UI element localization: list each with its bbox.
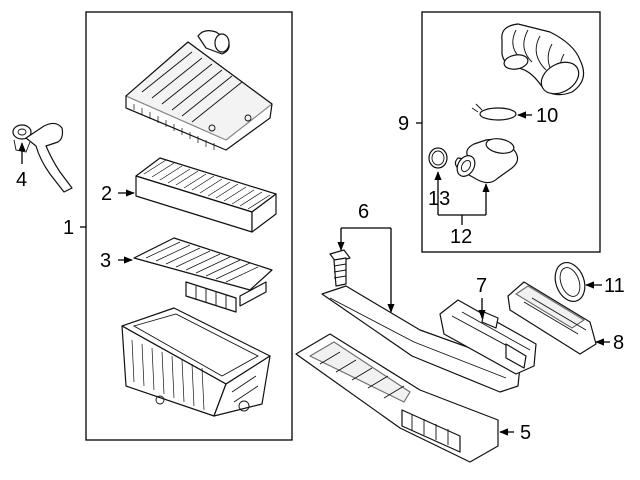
callout-numbers: 1 2 3 4 5 6 7 8 9 10 11 12 13: [16, 105, 625, 444]
inlet-duct: [507, 281, 597, 355]
callout-4: 4: [16, 169, 27, 191]
air-cleaner-housing: [121, 307, 271, 417]
air-duct-cover: [321, 285, 521, 393]
callout-8: 8: [613, 332, 624, 354]
assembly-frame-9: [421, 11, 601, 253]
outlet-hose: [501, 23, 585, 96]
hose-clamp: [471, 103, 517, 121]
filter-element: [135, 157, 277, 233]
callout-5: 5: [520, 422, 531, 444]
clamp-ring: [554, 262, 586, 302]
callout-2: 2: [101, 183, 112, 205]
leader-lines: [18, 111, 610, 436]
air-cleaner-cover: [125, 30, 273, 151]
callout-9: 9: [398, 113, 409, 135]
breather-hose: [12, 122, 73, 193]
air-duct-lower: [295, 333, 499, 463]
callout-12: 12: [450, 226, 472, 248]
callout-7: 7: [476, 275, 487, 297]
callout-11: 11: [604, 275, 625, 297]
callout-3: 3: [100, 250, 111, 272]
resonator: [439, 299, 537, 375]
assembly-frame-1: [85, 11, 293, 441]
o-ring: [428, 147, 448, 169]
filter-tray: [133, 237, 273, 313]
callout-6: 6: [358, 201, 369, 223]
elbow-connector: [454, 138, 519, 184]
callout-13: 13: [428, 188, 450, 210]
callout-1: 1: [63, 217, 74, 239]
bolt: [329, 249, 351, 287]
callout-10: 10: [536, 105, 558, 127]
